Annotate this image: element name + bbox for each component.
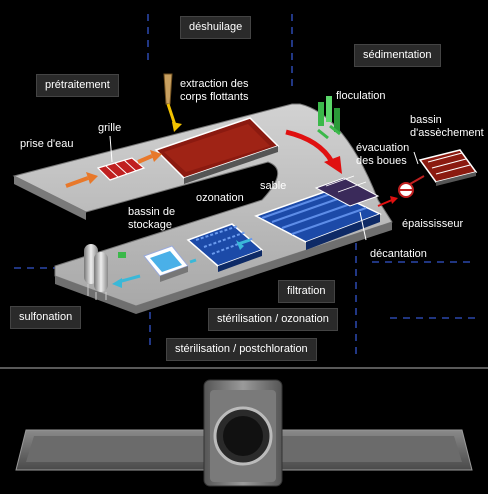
- label-grille: grille: [98, 122, 122, 134]
- thickener: [398, 175, 425, 198]
- label-extraction-1: extraction des: [180, 78, 249, 90]
- label-stockage-2: stockage: [128, 219, 173, 231]
- leader-lines: [109, 135, 419, 241]
- label-ozonation: ozonation: [196, 192, 244, 204]
- label-stockage-1: bassin de: [128, 206, 176, 218]
- label-epaississeur: épaississeur: [402, 218, 464, 230]
- filter-beds: [254, 175, 382, 250]
- silos: [84, 244, 108, 300]
- stage-sulfonation: sulfonation: [10, 306, 82, 329]
- label-bassin-2: d'assèchement: [410, 127, 484, 139]
- stage-sterilisation-ozonation: stérilisation / ozonation: [208, 308, 338, 331]
- label-evacuation-2: des boues: [356, 155, 407, 167]
- stage-sterilisation-postchloration: stérilisation / postchloration: [166, 338, 317, 361]
- extraction-funnel: [163, 73, 182, 132]
- label-evacuation-1: évacuation: [356, 142, 410, 154]
- stage-sedimentation: sédimentation: [354, 44, 441, 67]
- grille-unit: [96, 157, 146, 181]
- flow-arrows: [65, 129, 398, 288]
- label-extraction-2: corps flottants: [180, 91, 249, 103]
- drying-basin: [418, 149, 478, 186]
- stage-filtration: filtration: [278, 280, 335, 303]
- label-floculation: floculation: [336, 90, 386, 102]
- storage-basin: [143, 245, 189, 282]
- stage-pretraitement: prétraitement: [36, 74, 119, 97]
- machine-box: [203, 379, 283, 487]
- deshuilage-basin: [154, 117, 280, 184]
- floculation-tanks: [317, 96, 341, 140]
- label-bassin-1: bassin: [410, 114, 442, 126]
- label-prise-deau: prise d'eau: [20, 138, 74, 150]
- stage-dividers: [14, 14, 476, 356]
- chlorine-dispenser: [118, 252, 126, 258]
- label-sable: sable: [260, 180, 287, 192]
- stage-deshuilage: déshuilage: [180, 16, 252, 39]
- label-decantation: décantation: [370, 248, 427, 260]
